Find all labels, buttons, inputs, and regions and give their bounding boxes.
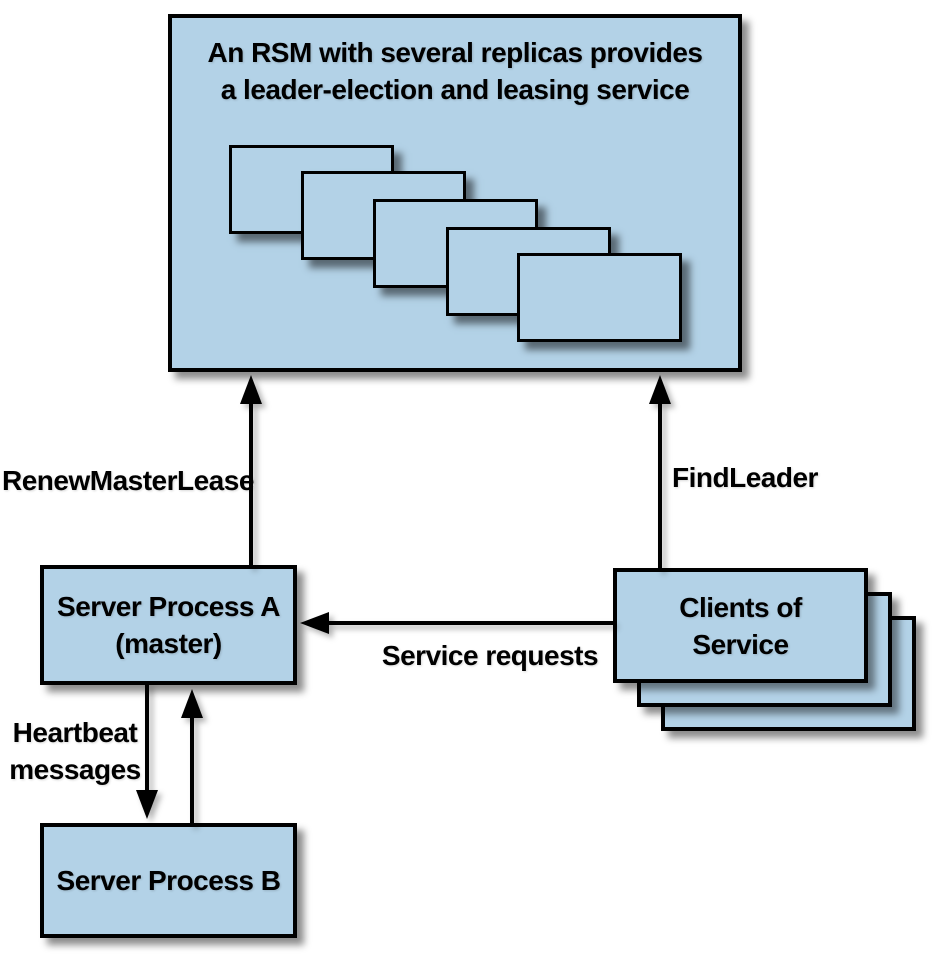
- clients-of-service-box: Clients of Service: [613, 568, 868, 683]
- renew-master-lease-label: RenewMasterLease: [2, 465, 254, 496]
- server-process-b-box: Server Process B: [40, 823, 297, 938]
- heartbeat-label-line2: messages: [9, 754, 141, 785]
- service-requests-arrow: [300, 612, 614, 634]
- find-leader-arrow: [649, 375, 671, 570]
- heartbeat-up-arrow: [181, 689, 203, 825]
- rsm-title: An RSM with several replicas provides a …: [168, 34, 742, 108]
- server-a-label-line2: (master): [115, 628, 222, 659]
- rsm-title-line1: An RSM with several replicas provides: [207, 37, 703, 68]
- find-leader-label: FindLeader: [672, 462, 818, 493]
- replica-box: [517, 253, 682, 342]
- server-process-a-box: Server Process A (master): [40, 565, 297, 685]
- rsm-title-line2: a leader-election and leasing service: [220, 74, 690, 105]
- server-b-label: Server Process B: [56, 865, 281, 896]
- heartbeat-messages-label: Heartbeat messages: [5, 714, 145, 788]
- clients-label-line2: Service: [692, 628, 789, 660]
- heartbeat-label-line1: Heartbeat: [12, 717, 138, 748]
- server-a-label-line1: Server Process A: [57, 591, 280, 622]
- clients-label-line1: Clients of: [679, 591, 802, 623]
- service-requests-label: Service requests: [381, 640, 599, 671]
